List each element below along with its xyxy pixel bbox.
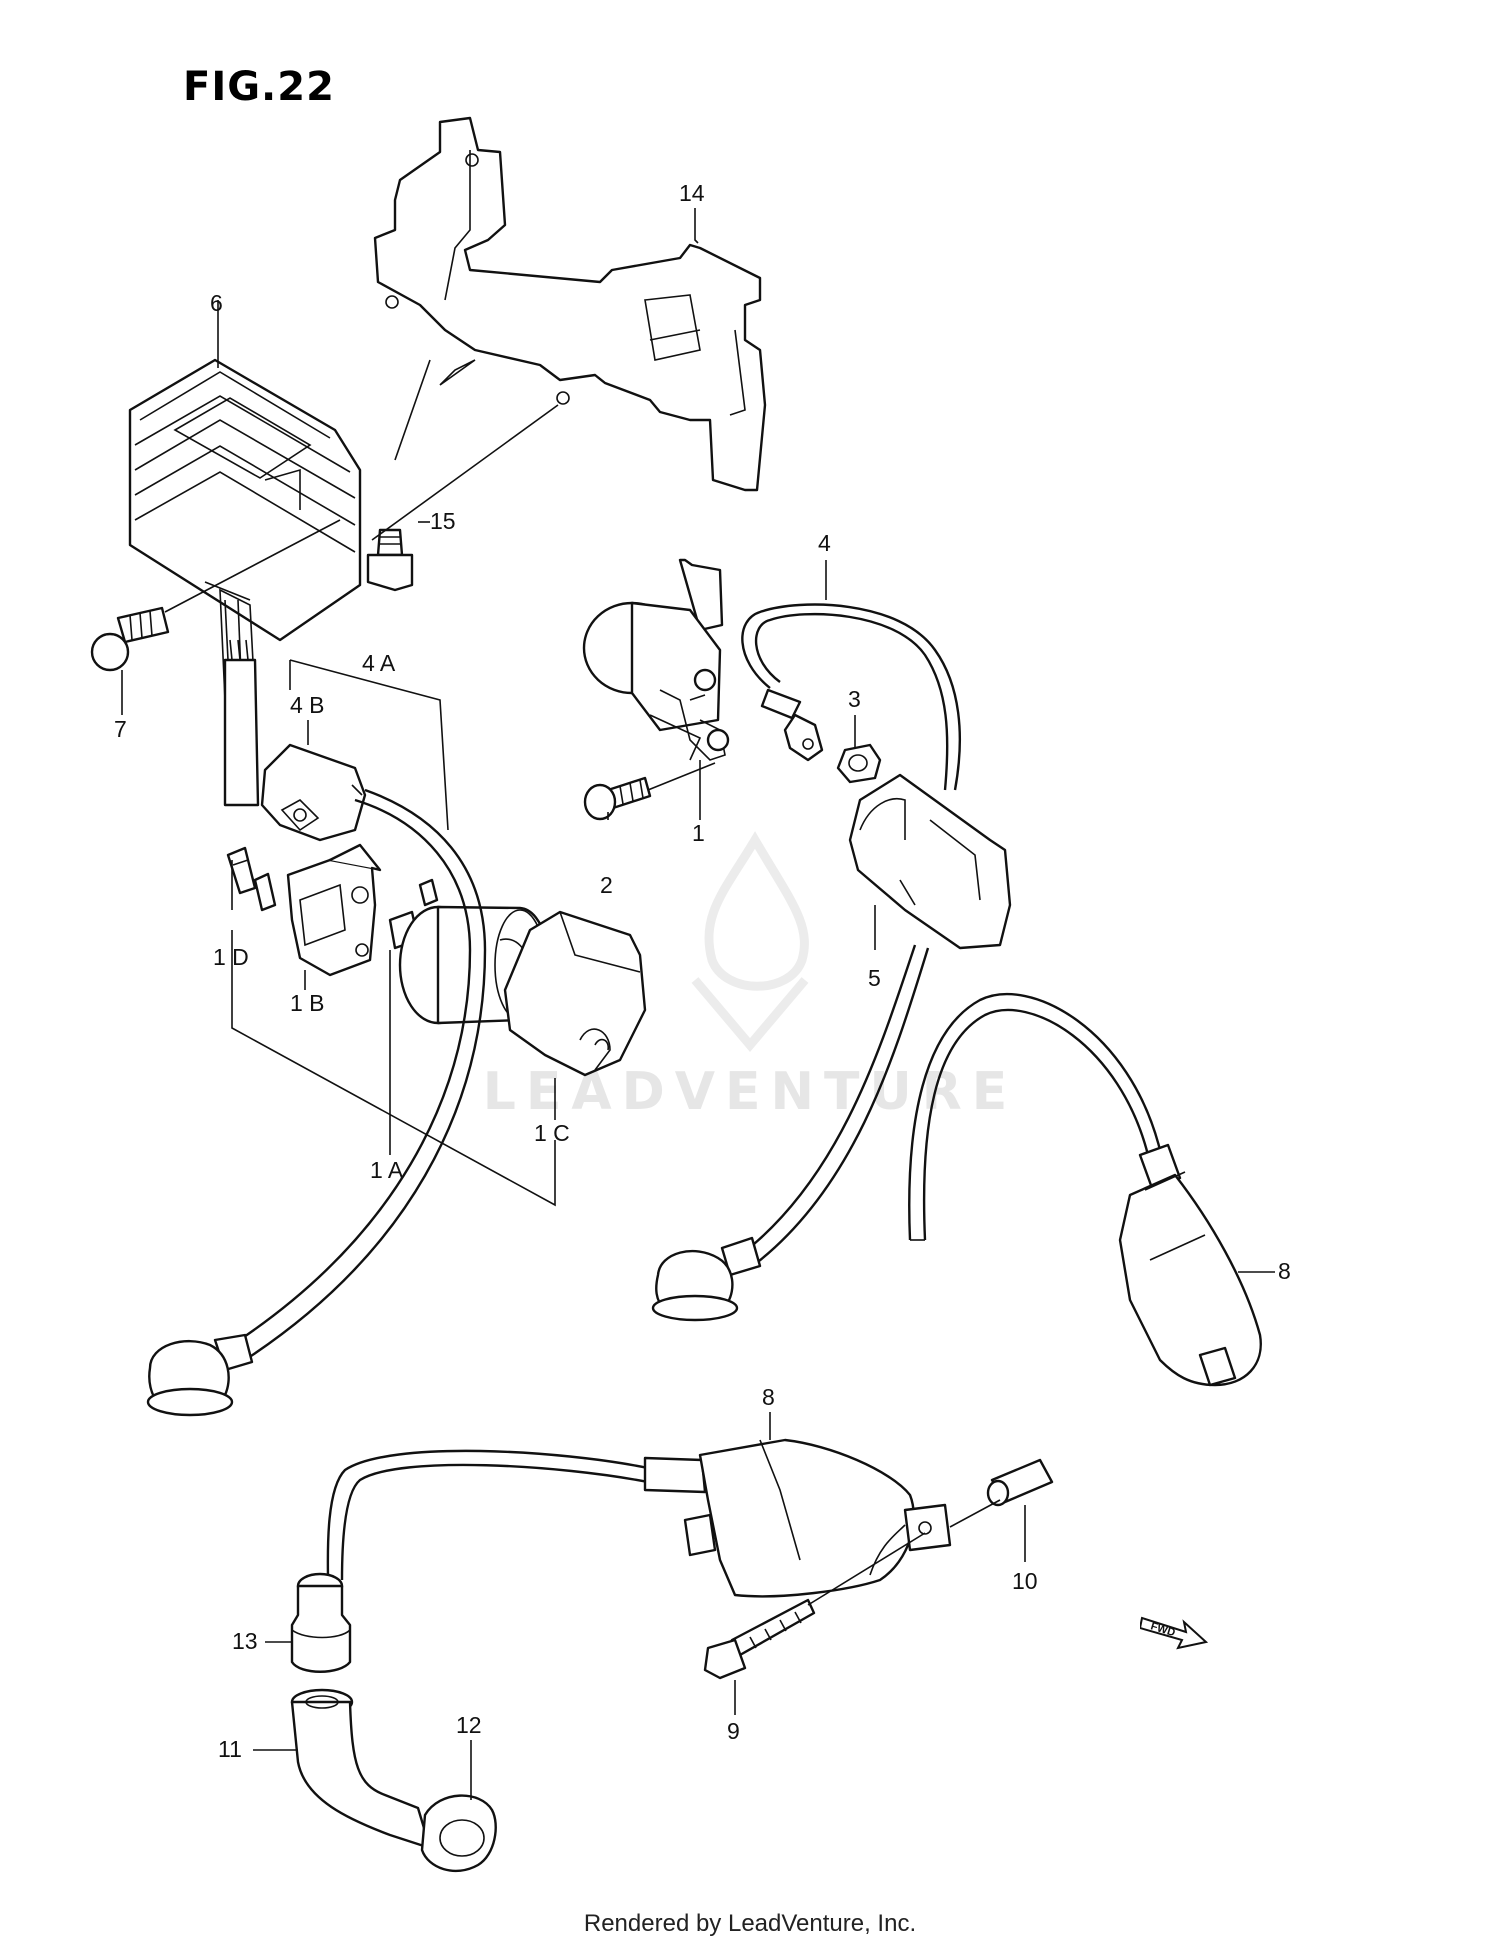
callout-10: 10 [1012,1568,1038,1594]
part-screw-7 [90,606,170,672]
fwd-label: FWD [1149,1620,1177,1639]
callout-1b: 1 B [290,990,325,1016]
part-high-tension-lead-left [146,788,487,1417]
part-bolt-9 [703,1598,816,1680]
part-nut-3 [836,743,882,784]
callout-8-bottom: 8 [762,1384,775,1410]
callout-3: 3 [848,686,861,712]
part-cap-5 [848,773,1012,950]
callout-leaders [121,208,1275,1800]
callout-1: 1 [692,820,705,846]
watermark-logo [691,831,809,1052]
callout-7: 7 [114,716,127,742]
callout-12: 12 [456,1712,482,1738]
part-starter-relay [582,558,730,761]
callout-14: 14 [679,180,705,206]
callout-4b: 4 B [290,692,325,718]
callout-9: 9 [727,1718,740,1744]
callout-1c: 1 C [534,1120,570,1146]
callout-4a: 4 A [362,650,396,676]
callout-15: 15 [430,508,456,534]
footer-credit: Rendered by LeadVenture, Inc. [583,1910,917,1937]
part-elbow-11 [290,1688,432,1850]
part-bolt-15 [366,528,414,592]
part-regulator-rectifier [128,358,362,701]
callout-13: 13 [232,1628,258,1654]
callout-6: 6 [210,290,223,316]
callout-1d: 1 D [213,944,249,970]
callout-11: 11 [218,1736,242,1762]
forward-arrow-icon: FWD [1140,1616,1208,1650]
callout-2: 2 [600,872,613,898]
part-coil-assembly [226,743,647,1077]
callout-4: 4 [818,530,831,556]
part-sleeve-10 [986,1458,1054,1507]
part-screw-2 [583,776,652,821]
part-grommet-13 [290,1572,352,1673]
figure-title: FIG.22 [183,64,335,110]
callout-8-right: 8 [1278,1258,1291,1284]
part-ignition-coil-bottom [326,1438,952,1598]
part-ignition-coil-right [908,992,1262,1387]
regulator-harness [223,658,260,807]
part-bracket [373,116,767,492]
callout-1a: 1 A [370,1157,404,1183]
part-high-tension-lead-center [651,944,930,1322]
part-lead-wire-4 [741,603,962,791]
part-cap-12 [420,1794,497,1873]
callout-5: 5 [868,965,881,991]
